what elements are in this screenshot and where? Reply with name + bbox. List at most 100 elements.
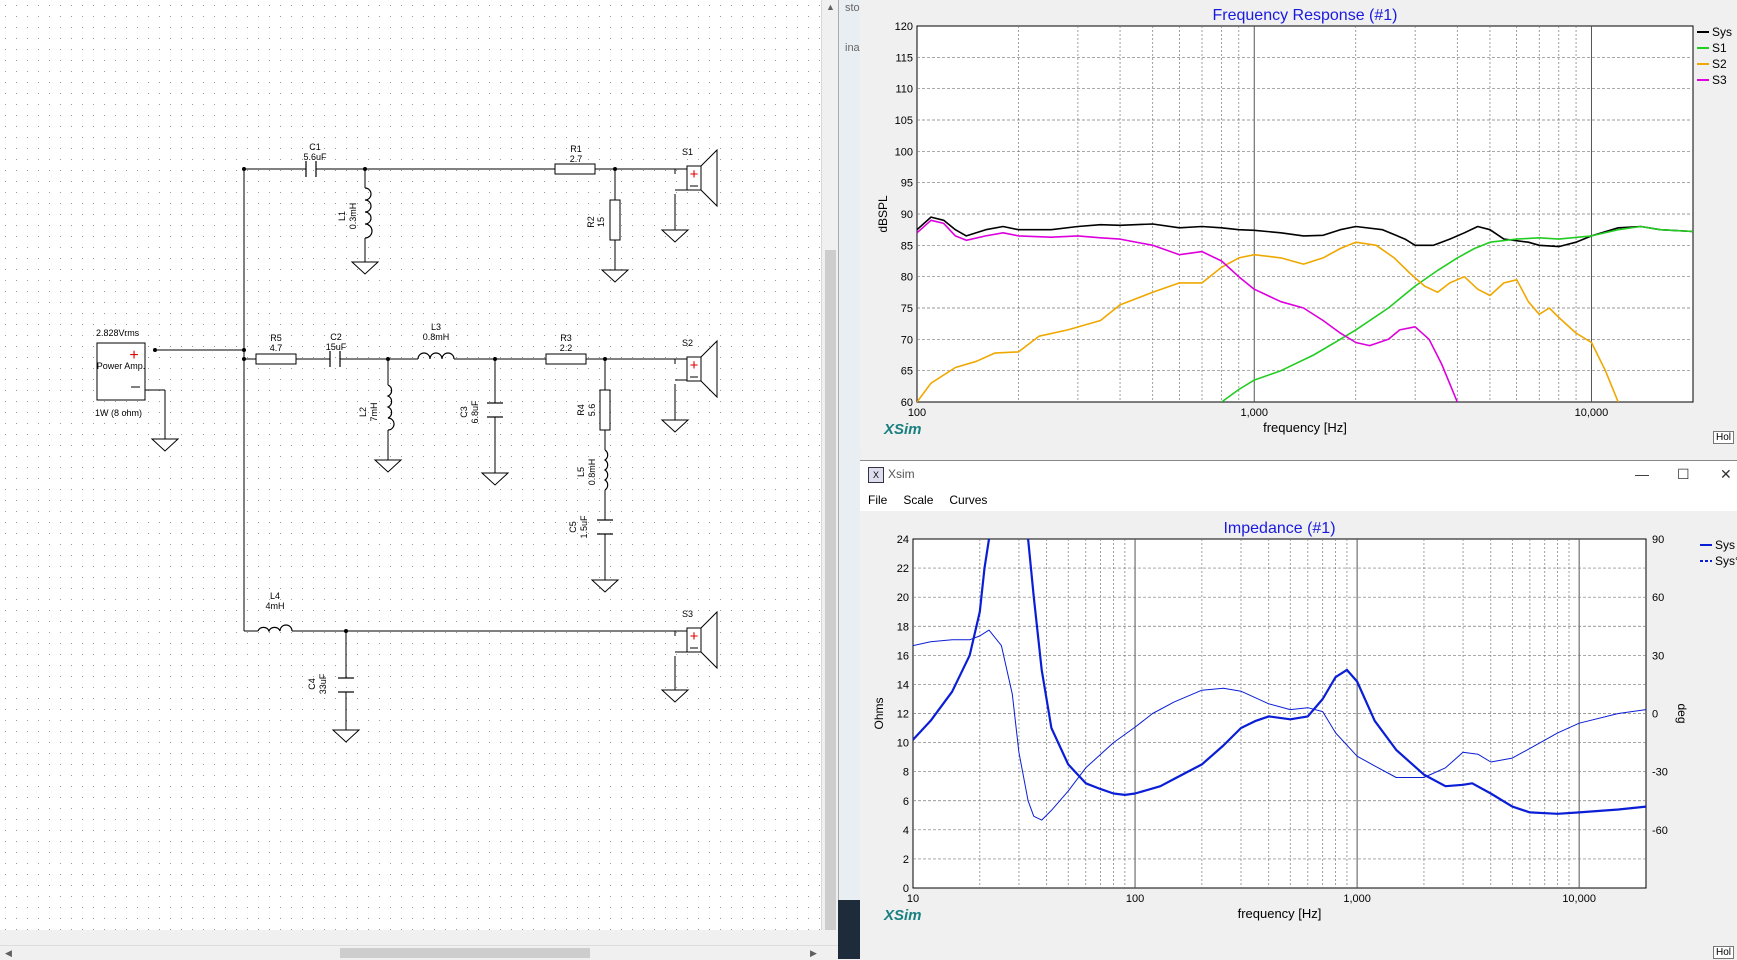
y-tick-label: 0	[903, 883, 909, 895]
label-s1: S1	[682, 147, 693, 157]
x-tick-label: 100	[1126, 893, 1144, 905]
scroll-thumb[interactable]	[825, 250, 836, 930]
y-tick-label: 90	[901, 209, 913, 221]
y2-tick-label: 90	[1652, 534, 1664, 546]
x-axis-label: frequency [Hz]	[1263, 420, 1347, 435]
label-c4: C4	[307, 678, 317, 690]
menu-scale[interactable]: Scale	[903, 493, 934, 507]
maximize-icon[interactable]: ☐	[1677, 466, 1690, 482]
series-line-sys	[913, 539, 991, 741]
x-tick-label: 100	[908, 407, 926, 419]
label-r2: R2	[586, 216, 596, 228]
schematic-horizontal-scrollbar[interactable]: ◀ ▶	[0, 945, 838, 960]
series-line-sys	[917, 216, 1693, 248]
hold-button[interactable]: Hol	[1713, 946, 1735, 959]
minimize-icon[interactable]: —	[1635, 466, 1649, 482]
x-tick-label: 1,000	[1240, 407, 1268, 419]
series-line-s3	[917, 219, 1459, 402]
y2-axis-label: deg	[1675, 703, 1689, 723]
label-r3: R3	[560, 333, 572, 343]
scroll-right-arrow-icon[interactable]: ▶	[810, 948, 817, 958]
menu-file[interactable]: File	[868, 493, 888, 507]
chart-title: Impedance (#1)	[1223, 520, 1335, 537]
legend-label: S2	[1712, 57, 1727, 71]
y-tick-label: 60	[901, 397, 913, 409]
menu-bar: File Scale Curves	[860, 489, 1737, 511]
y-tick-label: 6	[903, 796, 909, 808]
brand-logo: XSim	[883, 907, 922, 924]
x-axis-label: frequency [Hz]	[1238, 906, 1322, 921]
value-c2: 15uF	[326, 342, 347, 352]
x-tick-label: 10	[907, 893, 919, 905]
window-titlebar[interactable]: X Xsim — ☐ ✕	[860, 461, 1737, 489]
svg-text:+: +	[129, 347, 138, 364]
value-c1: 5.6uF	[303, 152, 327, 162]
close-icon[interactable]: ✕	[1720, 466, 1732, 482]
y-tick-label: 22	[897, 563, 909, 575]
legend-label: Sys	[1712, 25, 1732, 39]
label-l5: L5	[576, 467, 586, 477]
series-line-s2	[917, 241, 1619, 402]
value-r4: 5.6	[587, 404, 597, 417]
y2-tick-label: -30	[1652, 767, 1668, 779]
label-s2: S2	[682, 338, 693, 348]
hscroll-thumb[interactable]	[340, 948, 590, 958]
legend-label: Sys°	[1715, 554, 1737, 568]
y-tick-label: 12	[897, 709, 909, 721]
y-tick-label: 105	[895, 115, 913, 127]
value-r5: 4.7	[270, 343, 283, 353]
y-tick-label: 100	[895, 146, 913, 158]
label-r5: R5	[270, 333, 282, 343]
y-tick-label: 8	[903, 767, 909, 779]
chart-title: Frequency Response (#1)	[1213, 7, 1398, 24]
label-c1: C1	[309, 142, 321, 152]
y-tick-label: 24	[897, 534, 909, 546]
schematic-editor[interactable]: +	[0, 0, 838, 930]
y-tick-label: 18	[897, 621, 909, 633]
y2-tick-label: 60	[1652, 592, 1664, 604]
y-tick-label: 75	[901, 303, 913, 315]
y-tick-label: 115	[895, 52, 913, 64]
schematic-canvas[interactable]: +	[0, 0, 838, 930]
series-line-sys-cont	[1027, 539, 1646, 815]
y-tick-label: 10	[897, 738, 909, 750]
y2-tick-label: -60	[1652, 825, 1668, 837]
y-axis-label: dBSPL	[876, 195, 890, 233]
taskbar-edge	[838, 900, 860, 959]
brand-logo: XSim	[883, 421, 922, 438]
label-s3: S3	[682, 609, 693, 619]
scroll-up-arrow-icon[interactable]: ▲	[826, 2, 835, 12]
y-tick-label: 80	[901, 272, 913, 284]
schematic-vertical-scrollbar[interactable]: ▲	[821, 0, 838, 930]
x-tick-label: 1,000	[1343, 893, 1371, 905]
value-r2: 15	[596, 217, 606, 227]
source-name: Power Amp.	[97, 361, 146, 371]
source-voltage: 2.828Vrms	[96, 328, 140, 338]
source-power: 1W (8 ohm)	[95, 408, 142, 418]
menu-curves[interactable]: Curves	[949, 493, 988, 507]
label-r1: R1	[570, 144, 582, 154]
y-tick-label: 16	[897, 650, 909, 662]
label-l2: L2	[358, 407, 368, 417]
window-title: Xsim	[888, 467, 915, 481]
value-l3: 0.8mH	[423, 332, 450, 342]
label-l4: L4	[270, 591, 280, 601]
y-tick-label: 2	[903, 854, 909, 866]
value-c4: 33uF	[318, 673, 328, 694]
label-r4: R4	[576, 404, 586, 416]
y-tick-label: 4	[903, 825, 909, 837]
background-window-edge: sto ina	[838, 0, 861, 959]
y2-tick-label: 0	[1652, 709, 1658, 721]
hold-button[interactable]: Hol	[1713, 431, 1735, 444]
value-r1: 2.7	[570, 154, 583, 164]
value-l1: 0.3mH	[348, 203, 358, 230]
legend-label: S1	[1712, 41, 1727, 55]
series-line-sys	[913, 629, 1646, 821]
y-tick-label: 95	[901, 178, 913, 190]
label-c2: C2	[330, 332, 342, 342]
legend-label: Sys	[1715, 538, 1735, 552]
scroll-left-arrow-icon[interactable]: ◀	[5, 948, 12, 958]
